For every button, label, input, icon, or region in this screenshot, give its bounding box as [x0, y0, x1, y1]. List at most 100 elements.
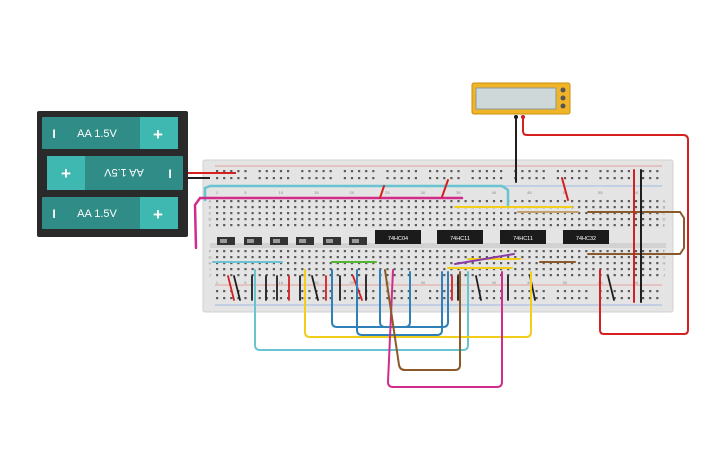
breadboard-hole[interactable] [578, 212, 581, 215]
breadboard-hole[interactable] [542, 218, 545, 221]
breadboard-hole[interactable] [585, 268, 588, 271]
breadboard-hole[interactable] [386, 170, 389, 173]
breadboard-hole[interactable] [244, 262, 247, 265]
breadboard-hole[interactable] [315, 274, 318, 277]
breadboard-hole[interactable] [372, 212, 375, 215]
breadboard-hole[interactable] [492, 224, 496, 227]
breadboard-hole[interactable] [272, 250, 275, 253]
breadboard-hole[interactable] [372, 297, 375, 300]
breadboard-hole[interactable] [521, 170, 524, 173]
breadboard-hole[interactable] [500, 212, 503, 215]
breadboard-hole[interactable] [365, 206, 368, 209]
breadboard-hole[interactable] [343, 224, 346, 227]
breadboard-hole[interactable] [571, 224, 574, 227]
breadboard-hole[interactable] [272, 212, 275, 215]
breadboard-hole[interactable] [620, 256, 623, 259]
breadboard-hole[interactable] [585, 177, 588, 180]
breadboard-hole[interactable] [634, 274, 638, 277]
breadboard-hole[interactable] [464, 200, 467, 203]
breadboard-hole[interactable] [421, 206, 425, 209]
breadboard-hole[interactable] [315, 177, 318, 180]
breadboard-hole[interactable] [230, 256, 233, 259]
breadboard-hole[interactable] [379, 218, 382, 221]
breadboard-hole[interactable] [365, 268, 368, 271]
breadboard-hole[interactable] [393, 218, 396, 221]
breadboard-hole[interactable] [450, 250, 453, 253]
breadboard-hole[interactable] [443, 290, 446, 293]
breadboard-hole[interactable] [443, 297, 446, 300]
breadboard-hole[interactable] [656, 224, 659, 227]
breadboard-hole[interactable] [230, 268, 233, 271]
breadboard-hole[interactable] [436, 256, 439, 259]
breadboard-hole[interactable] [471, 290, 474, 293]
breadboard-hole[interactable] [528, 218, 531, 221]
breadboard-hole[interactable] [556, 250, 559, 253]
breadboard-hole[interactable] [308, 290, 311, 293]
breadboard-hole[interactable] [450, 224, 453, 227]
breadboard-hole[interactable] [308, 177, 311, 180]
breadboard-hole[interactable] [322, 218, 325, 221]
breadboard-hole[interactable] [386, 274, 389, 277]
breadboard-hole[interactable] [642, 297, 645, 300]
switch-knob[interactable] [247, 239, 254, 243]
breadboard-hole[interactable] [521, 212, 524, 215]
breadboard-hole[interactable] [379, 224, 382, 227]
breadboard-hole[interactable] [258, 224, 261, 227]
breadboard-hole[interactable] [301, 206, 304, 209]
breadboard-hole[interactable] [421, 256, 425, 259]
breadboard-hole[interactable] [329, 206, 332, 209]
breadboard-hole[interactable] [542, 262, 545, 265]
breadboard-hole[interactable] [563, 224, 567, 227]
breadboard-hole[interactable] [251, 212, 254, 215]
breadboard-hole[interactable] [379, 250, 382, 253]
breadboard-hole[interactable] [379, 256, 382, 259]
breadboard-hole[interactable] [358, 297, 361, 300]
breadboard-hole[interactable] [578, 290, 581, 293]
breadboard-hole[interactable] [592, 262, 595, 265]
breadboard-hole[interactable] [258, 297, 261, 300]
breadboard-hole[interactable] [237, 218, 240, 221]
breadboard-hole[interactable] [407, 224, 410, 227]
breadboard-hole[interactable] [329, 250, 332, 253]
breadboard-hole[interactable] [343, 290, 346, 293]
breadboard-hole[interactable] [634, 256, 638, 259]
breadboard-hole[interactable] [549, 262, 552, 265]
breadboard-hole[interactable] [521, 224, 524, 227]
breadboard-hole[interactable] [542, 297, 545, 300]
breadboard-hole[interactable] [258, 212, 261, 215]
breadboard-hole[interactable] [592, 200, 595, 203]
breadboard-hole[interactable] [365, 170, 368, 173]
breadboard-hole[interactable] [386, 200, 389, 203]
breadboard-hole[interactable] [336, 262, 339, 265]
wire-cyan-bottom-loop[interactable] [254, 269, 469, 351]
breadboard-hole[interactable] [237, 224, 240, 227]
breadboard-hole[interactable] [478, 274, 481, 277]
breadboard-hole[interactable] [294, 218, 297, 221]
battery-cell-2[interactable]: + AA 1.5V I [47, 156, 183, 190]
breadboard-hole[interactable] [244, 212, 247, 215]
breadboard-hole[interactable] [649, 218, 652, 221]
breadboard-hole[interactable] [450, 200, 453, 203]
breadboard-hole[interactable] [230, 224, 233, 227]
breadboard-hole[interactable] [350, 250, 354, 253]
short-lead-wire[interactable] [233, 275, 241, 301]
breadboard-hole[interactable] [649, 268, 652, 271]
breadboard-hole[interactable] [464, 268, 467, 271]
breadboard-hole[interactable] [315, 212, 318, 215]
breadboard-hole[interactable] [237, 212, 240, 215]
breadboard-hole[interactable] [549, 274, 552, 277]
breadboard-hole[interactable] [613, 274, 616, 277]
breadboard-hole[interactable] [620, 297, 623, 300]
breadboard-hole[interactable] [549, 200, 552, 203]
breadboard-hole[interactable] [649, 212, 652, 215]
breadboard-hole[interactable] [386, 218, 389, 221]
breadboard-hole[interactable] [301, 212, 304, 215]
breadboard-hole[interactable] [336, 218, 339, 221]
breadboard-hole[interactable] [606, 256, 609, 259]
breadboard-hole[interactable] [429, 224, 432, 227]
breadboard-hole[interactable] [407, 200, 410, 203]
breadboard-hole[interactable] [251, 274, 254, 277]
breadboard-hole[interactable] [265, 212, 268, 215]
breadboard-hole[interactable] [272, 268, 275, 271]
breadboard-hole[interactable] [216, 200, 219, 203]
